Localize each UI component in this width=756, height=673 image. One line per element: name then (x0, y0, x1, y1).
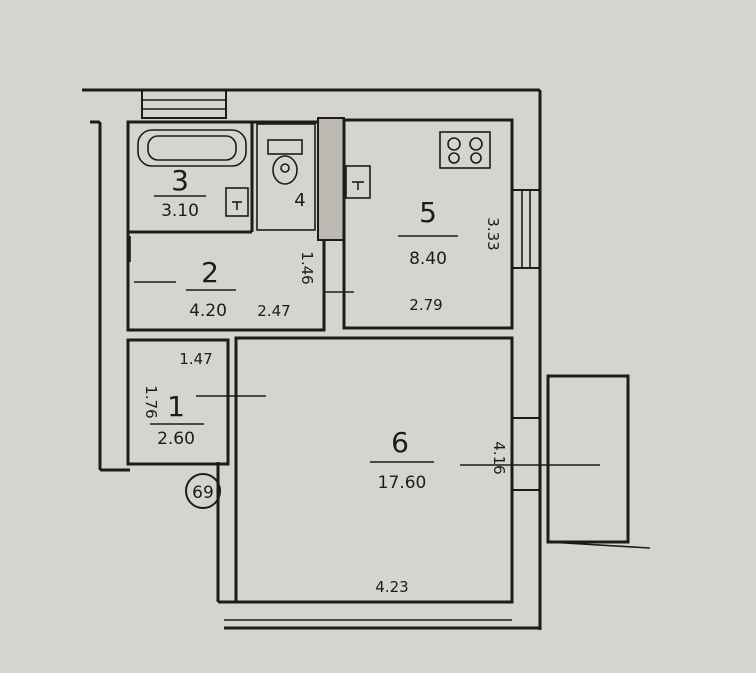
room-5-area: 8.40 (409, 249, 447, 269)
balcony (460, 374, 651, 549)
marker-label: 69 (192, 483, 214, 503)
dim-room6-depth: 4.16 (490, 441, 508, 474)
dim-room5-depth: 3.33 (484, 217, 502, 250)
toilet-icon (267, 139, 303, 185)
room-1-number: 1 (167, 390, 185, 423)
top-vent-block (141, 89, 227, 119)
room-6-number: 6 (391, 426, 409, 459)
room-2-number: 2 (201, 256, 219, 289)
door-marks (129, 236, 354, 397)
room-3-label: 3 3.10 (154, 164, 206, 221)
room-1-label: 1 2.60 (150, 390, 204, 449)
interior-walls (126, 117, 540, 630)
apartment-marker: 69 (185, 473, 221, 509)
room-6-area: 17.60 (378, 473, 427, 493)
room-1-area: 2.60 (157, 429, 195, 449)
dim-room5-width: 2.79 (409, 296, 442, 314)
room-5-number: 5 (419, 196, 437, 229)
room-2-label: 2 4.20 (186, 256, 236, 321)
kitchen-window (511, 189, 541, 269)
dim-room1-width: 1.47 (179, 350, 212, 368)
dim-room2-small: 1.46 (298, 251, 316, 284)
room-4-label: 4 (294, 190, 305, 211)
room-2-area: 4.20 (189, 301, 227, 321)
dim-room2-width: 2.47 (257, 302, 290, 320)
room-3-area: 3.10 (161, 201, 199, 221)
dim-room1-depth: 1.76 (142, 385, 160, 418)
room6-window (511, 417, 541, 491)
room-3-number: 3 (171, 164, 189, 197)
bath-sink-icon (225, 187, 249, 217)
stove-icon (439, 131, 491, 169)
room-5-label: 5 8.40 (398, 196, 458, 269)
kitchen-sink-icon (345, 165, 371, 199)
outer-walls (82, 88, 542, 630)
bathtub-icon (137, 129, 247, 167)
room-6-label: 6 17.60 (370, 426, 434, 493)
room-4-number: 4 (294, 190, 305, 211)
dim-room6-width: 4.23 (375, 578, 408, 596)
